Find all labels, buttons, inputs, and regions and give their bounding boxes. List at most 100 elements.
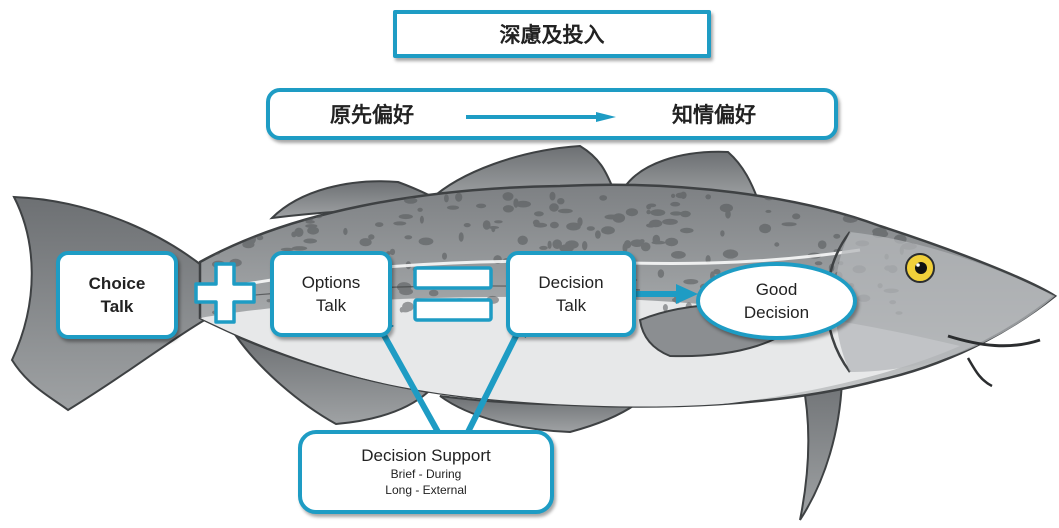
fish-spot bbox=[400, 308, 410, 313]
fish-spot bbox=[582, 241, 588, 251]
fish-spot bbox=[720, 230, 725, 237]
fish-spot bbox=[649, 219, 663, 228]
decision-support-title: Decision Support bbox=[361, 446, 491, 465]
fish-spot bbox=[601, 226, 615, 235]
fish-head bbox=[835, 232, 1055, 372]
fish-spot bbox=[399, 288, 413, 296]
fish-spot bbox=[463, 223, 471, 228]
fish-spot bbox=[458, 232, 464, 242]
fish-spot bbox=[343, 227, 348, 236]
options-talk-box: Options Talk bbox=[270, 251, 392, 337]
fish-spot bbox=[612, 213, 626, 223]
good-decision-ellipse: Good Decision bbox=[696, 262, 857, 340]
fish-spot bbox=[558, 208, 573, 214]
fish-barbel bbox=[966, 357, 993, 388]
fish-spot bbox=[517, 235, 528, 245]
fish-spot bbox=[305, 224, 318, 228]
fish-spot bbox=[675, 192, 686, 199]
fish-spot bbox=[565, 240, 579, 249]
fish-spot bbox=[671, 251, 686, 259]
choice-talk-line1: Choice bbox=[88, 274, 146, 293]
fish-spot bbox=[670, 201, 681, 207]
title-text: 深慮及投入 bbox=[499, 24, 605, 47]
fish-spot bbox=[417, 207, 423, 212]
fish-spot bbox=[549, 191, 556, 201]
fish-spot bbox=[680, 210, 691, 218]
preference-to: 知情偏好 bbox=[672, 104, 756, 127]
preference-arrow-icon bbox=[466, 112, 616, 122]
fish-spot bbox=[552, 239, 562, 249]
fish-spot bbox=[393, 221, 407, 226]
fish-spot bbox=[662, 218, 678, 225]
fish-spot bbox=[625, 208, 639, 217]
fish-spot bbox=[368, 234, 375, 240]
fish-spot bbox=[502, 205, 514, 213]
fish-spot bbox=[534, 211, 544, 217]
fish-spot bbox=[539, 245, 548, 250]
good-decision-line1: Good bbox=[755, 280, 798, 299]
fish-spot bbox=[662, 304, 668, 312]
fish-spot bbox=[646, 209, 651, 215]
fish-spot bbox=[404, 197, 418, 204]
title-box: 深慮及投入 bbox=[393, 10, 711, 58]
fish-spot bbox=[442, 252, 447, 260]
fish-spot bbox=[670, 211, 683, 216]
fish-spot bbox=[455, 192, 463, 202]
fish-spot bbox=[502, 192, 514, 201]
fish-spot bbox=[651, 240, 666, 245]
fish-spot bbox=[650, 209, 666, 217]
fish-spot bbox=[671, 193, 676, 198]
fish-spot bbox=[307, 226, 319, 235]
fish-spot bbox=[814, 261, 823, 266]
equals-icon bbox=[413, 266, 493, 322]
fish-spot bbox=[586, 226, 595, 231]
fish-spot bbox=[549, 203, 559, 212]
fish-spot bbox=[419, 215, 424, 224]
fish-spot bbox=[389, 248, 396, 256]
fish-spot bbox=[557, 198, 565, 205]
fish-spot bbox=[774, 242, 780, 247]
preference-bar: 原先偏好 知情偏好 bbox=[266, 88, 838, 140]
fish-spot bbox=[446, 205, 460, 210]
fish-spot bbox=[494, 220, 503, 224]
fish-spot bbox=[640, 242, 651, 252]
fish-spot bbox=[303, 238, 318, 244]
fish-spot bbox=[722, 249, 739, 259]
pelvic-fin bbox=[798, 368, 844, 521]
choice-talk-box: Choice Talk bbox=[56, 251, 178, 339]
fish-spot bbox=[639, 239, 645, 244]
plus-icon bbox=[194, 262, 256, 324]
fish-spot bbox=[550, 221, 559, 229]
choice-talk-line2: Talk bbox=[100, 297, 134, 316]
fish-spot bbox=[759, 223, 772, 234]
decision-support-box: Decision Support Brief - During Long - E… bbox=[298, 430, 554, 514]
fish-spot bbox=[513, 198, 519, 208]
fish-spot bbox=[622, 242, 628, 253]
fish-spot bbox=[515, 200, 531, 208]
fish-spot bbox=[599, 195, 608, 201]
decision-support-line1: Brief - During bbox=[390, 467, 462, 481]
fish-spot bbox=[418, 237, 434, 246]
fish-spot bbox=[359, 238, 372, 247]
fish-spot bbox=[488, 226, 500, 229]
fish-spot bbox=[294, 227, 304, 237]
fish-spot bbox=[705, 194, 711, 200]
arrow-right-icon bbox=[636, 284, 698, 304]
fish-spot bbox=[428, 289, 439, 297]
fish-spot bbox=[665, 237, 679, 247]
fish-spot bbox=[646, 204, 652, 210]
fish-spot bbox=[547, 240, 552, 249]
decision-talk-line1: Decision bbox=[538, 273, 604, 292]
fish-spot bbox=[817, 240, 827, 249]
fish-spot bbox=[404, 235, 413, 240]
fish-spot bbox=[680, 227, 694, 234]
decision-talk-line2: Talk bbox=[555, 296, 587, 315]
fish-spot bbox=[683, 279, 699, 285]
fish-spot bbox=[291, 246, 308, 251]
fish-spot bbox=[476, 203, 487, 209]
decision-talk-box: Decision Talk bbox=[506, 251, 636, 337]
fish-spot bbox=[532, 219, 540, 226]
fish-mouth bbox=[947, 334, 1041, 348]
